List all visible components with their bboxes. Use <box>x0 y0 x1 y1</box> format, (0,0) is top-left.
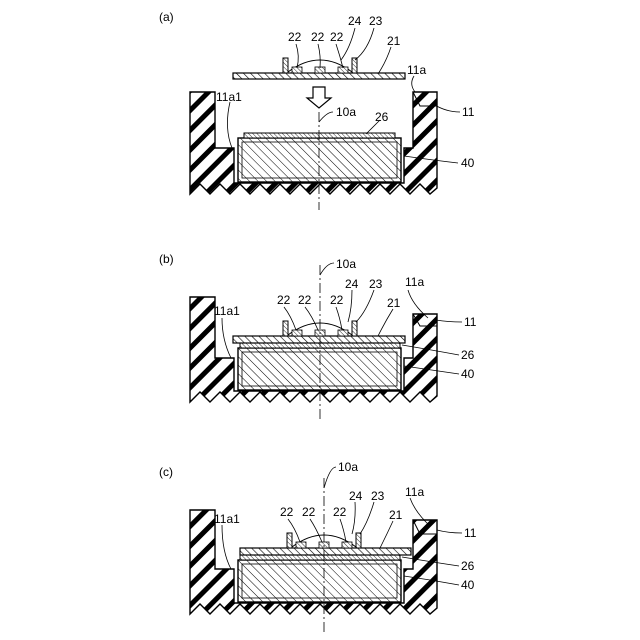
adhesive-layer <box>240 555 400 560</box>
ref-chip: 22 <box>277 293 291 307</box>
ref-block: 40 <box>461 367 475 381</box>
ref-recess: 11a1 <box>214 512 240 526</box>
ref-substrate: 21 <box>387 296 401 310</box>
frame-right <box>352 58 357 73</box>
figure-b: (b) 10a 22 22 22 24 <box>159 252 477 420</box>
axis-leader <box>324 467 336 488</box>
frame-right <box>356 533 361 548</box>
ref-substrate: 21 <box>387 34 401 48</box>
ref-step: 11a <box>405 485 424 499</box>
led-chip <box>342 542 352 548</box>
ref-chip: 22 <box>330 30 344 44</box>
figure-a: (a) 10a <box>159 10 475 210</box>
axis-leader <box>320 263 334 275</box>
axis-label: 10a <box>338 460 358 474</box>
frame-left <box>283 58 288 73</box>
frame-left <box>287 533 292 548</box>
ref-chip: 22 <box>333 505 347 519</box>
ref-chip: 22 <box>280 505 294 519</box>
axis-leader <box>319 112 333 122</box>
adhesive-layer <box>244 133 395 138</box>
figure-c: (c) 10a 22 22 22 24 <box>159 460 477 632</box>
ref-block: 40 <box>461 156 475 170</box>
figure-label: (a) <box>159 10 174 24</box>
ref-layer: 26 <box>461 348 475 362</box>
ref-block: 40 <box>461 578 475 592</box>
down-arrow-icon <box>307 87 331 108</box>
figure-label: (b) <box>159 252 174 266</box>
ref-holder: 11 <box>464 315 477 329</box>
heat-block <box>238 138 401 182</box>
heat-block <box>238 560 401 602</box>
heat-block <box>238 348 401 390</box>
ref-holder: 11 <box>464 526 477 540</box>
ref-step: 11a <box>407 63 426 77</box>
ref-substrate: 21 <box>389 508 403 522</box>
ref-step: 11a <box>405 275 424 289</box>
frame-right <box>352 321 357 336</box>
ref-frame: 23 <box>369 14 383 28</box>
axis-label: 10a <box>336 257 356 271</box>
substrate <box>240 548 411 555</box>
frame-left <box>283 321 288 336</box>
ref-chip: 22 <box>311 30 325 44</box>
ref-layer: 26 <box>375 110 389 124</box>
ref-lens: 24 <box>345 277 359 291</box>
ref-layer: 26 <box>461 559 475 573</box>
substrate <box>233 73 405 79</box>
ref-holder: 11 <box>462 105 475 119</box>
figure-label: (c) <box>159 465 173 479</box>
ref-frame: 23 <box>369 277 383 291</box>
ref-chip: 22 <box>298 293 312 307</box>
ref-lens: 24 <box>348 14 362 28</box>
axis-label: 10a <box>336 105 356 119</box>
led-chip <box>292 330 302 336</box>
ref-chip: 22 <box>288 30 302 44</box>
ref-recess: 11a1 <box>214 304 240 318</box>
ref-frame: 23 <box>371 489 385 503</box>
led-chip <box>296 542 306 548</box>
substrate <box>233 336 405 343</box>
ref-chip: 22 <box>330 293 344 307</box>
ref-lens: 24 <box>349 489 363 503</box>
ref-chip: 22 <box>302 505 316 519</box>
led-chip <box>338 330 348 336</box>
ref-recess: 11a1 <box>216 90 242 104</box>
